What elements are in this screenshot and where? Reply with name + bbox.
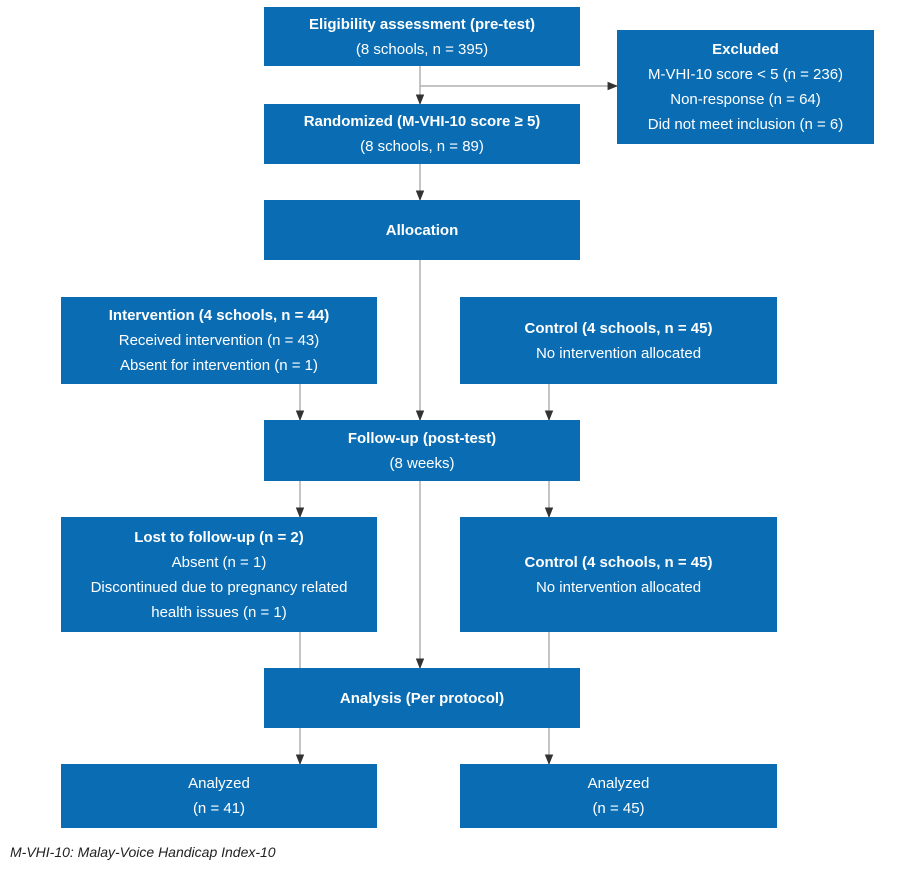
control-allocation-line: No intervention allocated (535, 344, 702, 362)
eligibility-box: Eligibility assessment (pre-test) (8 sch… (264, 7, 580, 66)
eligibility-detail: (8 schools, n = 395) (355, 40, 489, 58)
followup-title: Follow-up (post-test) (347, 429, 497, 447)
analyzed-right-box: Analyzed (n = 45) (460, 764, 777, 828)
lost-followup-box: Lost to follow-up (n = 2) Absent (n = 1)… (61, 517, 377, 632)
excluded-line: Non-response (n = 64) (670, 91, 821, 108)
followup-box: Follow-up (post-test) (8 weeks) (264, 420, 580, 481)
eligibility-title: Eligibility assessment (pre-test) (309, 15, 535, 33)
analyzed-right-label: Analyzed (587, 775, 650, 792)
intervention-title: Intervention (4 schools, n = 44) (108, 307, 330, 324)
analyzed-right-detail: (n = 45) (592, 800, 645, 817)
intervention-box: Intervention (4 schools, n = 44) Receive… (61, 297, 377, 384)
lost-line: health issues (n = 1) (151, 603, 287, 621)
followup-detail: (8 weeks) (389, 454, 455, 472)
lost-line: Discontinued due to pregnancy related (90, 578, 348, 596)
footnote: M-VHI-10: Malay-Voice Handicap Index-10 (10, 844, 276, 860)
allocation-title: Allocation (385, 221, 459, 239)
analyzed-left-detail: (n = 41) (192, 800, 246, 817)
analyzed-left-label: Analyzed (188, 775, 250, 792)
control-followup-box: Control (4 schools, n = 45) No intervent… (460, 517, 777, 632)
lost-line: Absent (n = 1) (171, 553, 267, 571)
excluded-title: Excluded (712, 41, 779, 58)
control-allocation-title: Control (4 schools, n = 45) (524, 319, 713, 337)
analyzed-left-box: Analyzed (n = 41) (61, 764, 377, 828)
randomized-box: Randomized (M-VHI-10 score ≥ 5) (8 schoo… (264, 104, 580, 164)
excluded-line: Did not meet inclusion (n = 6) (647, 116, 844, 133)
lost-title: Lost to follow-up (n = 2) (134, 528, 304, 546)
control-allocation-box: Control (4 schools, n = 45) No intervent… (460, 297, 777, 384)
randomized-title: Randomized (M-VHI-10 score ≥ 5) (303, 113, 541, 130)
excluded-line: M-VHI-10 score < 5 (n = 236) (647, 66, 844, 83)
control-followup-line: No intervention allocated (535, 578, 702, 596)
intervention-line: Absent for intervention (n = 1) (119, 357, 319, 374)
control-followup-title: Control (4 schools, n = 45) (524, 553, 713, 571)
analysis-title: Analysis (Per protocol) (339, 689, 505, 707)
intervention-line: Received intervention (n = 43) (118, 332, 320, 349)
allocation-box: Allocation (264, 200, 580, 260)
excluded-box: Excluded M-VHI-10 score < 5 (n = 236) No… (617, 30, 874, 144)
analysis-box: Analysis (Per protocol) (264, 668, 580, 728)
randomized-detail: (8 schools, n = 89) (360, 138, 484, 155)
